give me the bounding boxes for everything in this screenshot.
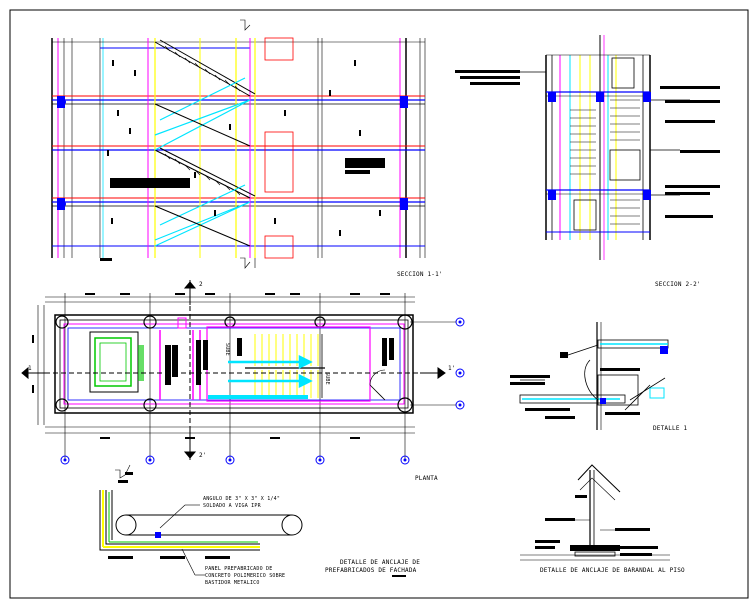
section-2-title: SECCION 2-2' — [655, 281, 701, 288]
cut-tag-1-prime: 1' — [448, 365, 456, 372]
panel-note-line1: PANEL PREFABRICADO DE — [205, 566, 273, 572]
panel-note-line3: BASTIDOR METALICO — [205, 580, 260, 586]
section-2-2-drawing — [455, 35, 720, 260]
plan-title: PLANTA — [415, 475, 438, 482]
facade-detail-title-line1: DETALLE DE ANCLAJE DE — [340, 559, 421, 566]
sheet-border — [9, 9, 749, 599]
section-1-1-drawing — [51, 19, 426, 269]
facade-anchor-detail-drawing — [99, 464, 406, 577]
cut-tag-1: 1 — [28, 365, 32, 372]
cut-tag-2-prime: 2' — [199, 452, 207, 459]
railing-anchor-detail-drawing — [520, 464, 670, 561]
detail-1-title: DETALLE 1 — [653, 425, 688, 432]
stair-up-label-2: SUBE — [324, 372, 330, 385]
panel-note-line2: CONCRETO POLIMERICO SOBRE — [205, 573, 286, 579]
angle-note-line2: SOLDADO A VIGA IPR — [203, 503, 261, 509]
facade-detail-title-line2: PREFABRICADOS DE FACHADA — [325, 567, 417, 574]
detail-1-drawing — [510, 322, 669, 430]
railing-detail-title: DETALLE DE ANCLAJE DE BARANDAL AL PISO — [540, 567, 685, 574]
angle-note-line1: ANGULO DE 3" X 3" X 1/4" — [203, 496, 281, 502]
stair-up-label-1: SUBE — [224, 343, 230, 356]
cut-tag-2: 2 — [199, 281, 203, 288]
floor-plan-drawing — [21, 280, 465, 465]
section-1-title: SECCION 1-1' — [397, 271, 443, 278]
